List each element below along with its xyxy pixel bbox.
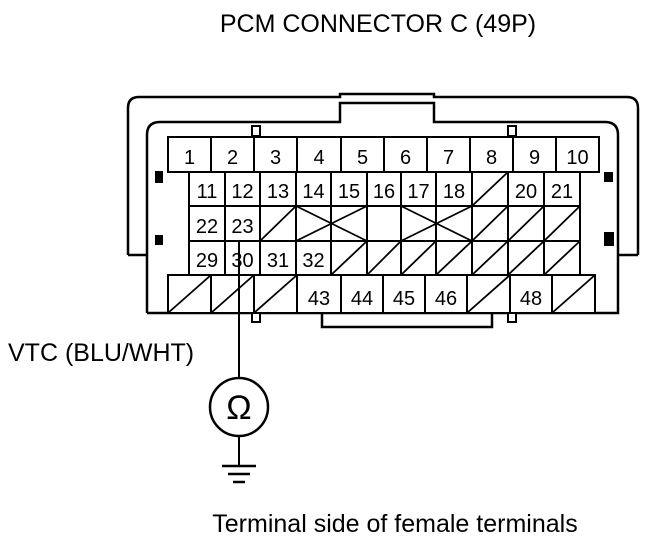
terminal-number: 13 <box>267 181 289 203</box>
ohmmeter-icon: Ω <box>208 376 270 438</box>
terminal-number: 9 <box>529 147 540 169</box>
terminal-cavity <box>382 274 426 314</box>
terminal-number: 43 <box>308 288 330 310</box>
terminal-number: 1 <box>184 147 195 169</box>
unused-slash <box>471 205 509 242</box>
diagram-caption: Terminal side of female terminals <box>212 510 577 538</box>
terminal-number: 5 <box>357 147 368 169</box>
unused-slash <box>210 274 255 314</box>
terminal-number: 3 <box>270 147 281 169</box>
terminal-cavity <box>295 171 332 207</box>
unused-slash <box>543 240 581 276</box>
terminal-number: 23 <box>231 216 253 238</box>
unused-slash <box>435 240 473 276</box>
terminal-cavity <box>167 136 212 173</box>
terminal-cavity <box>296 136 342 173</box>
terminal-number: 2 <box>227 147 238 169</box>
unused-slash <box>543 205 581 242</box>
terminal-number: 32 <box>302 250 324 272</box>
unused-cavity <box>330 205 368 242</box>
terminal-number: 8 <box>486 147 497 169</box>
terminal-cavity <box>188 171 226 207</box>
terminal-number: 7 <box>443 147 454 169</box>
terminal-cavity <box>400 171 437 207</box>
wire-label: VTC (BLU/WHT) <box>8 339 194 367</box>
ohm-symbol: Ω <box>226 389 251 427</box>
diagram-title: PCM CONNECTOR C (49P) <box>220 10 536 38</box>
terminal-cavity <box>507 171 545 207</box>
terminal-number: 20 <box>515 181 537 203</box>
terminal-number: 11 <box>197 181 218 203</box>
unused-slash <box>253 274 298 314</box>
terminal-number: 44 <box>351 288 373 310</box>
connector-housing <box>126 92 640 329</box>
unused-slash <box>507 240 545 276</box>
ground-icon <box>222 464 256 484</box>
unused-slash <box>167 274 212 314</box>
terminal-number: 10 <box>566 147 588 169</box>
terminal-number: 21 <box>551 181 573 203</box>
terminal-number: 30 <box>231 250 253 272</box>
terminal-cavity <box>509 274 553 314</box>
terminal-number: 46 <box>435 288 457 310</box>
terminal-number: 4 <box>313 147 324 169</box>
unused-cavity <box>400 205 437 242</box>
unused-slash <box>366 240 402 276</box>
terminal-number: 29 <box>196 250 218 272</box>
terminal-number: 22 <box>196 216 218 238</box>
terminal-number: 12 <box>231 181 253 203</box>
terminal-cavity <box>253 136 298 173</box>
unused-cavity <box>435 205 473 242</box>
terminal-number: 48 <box>520 288 542 310</box>
terminal-number: 18 <box>443 181 465 203</box>
unused-slash <box>551 274 596 314</box>
blocked-x <box>295 205 368 242</box>
blocked-x <box>400 205 473 242</box>
unused-slash <box>259 205 297 242</box>
terminal-cavity <box>188 205 226 242</box>
terminal-number: 14 <box>302 181 324 203</box>
terminal-number: 15 <box>338 181 360 203</box>
terminal-number: 45 <box>393 288 415 310</box>
terminal-number: 17 <box>407 181 429 203</box>
unused-slash <box>507 205 545 242</box>
unused-slash <box>466 274 511 314</box>
terminal-cavity <box>340 274 384 314</box>
terminal-cavity <box>543 171 581 207</box>
unused-slash <box>471 240 509 276</box>
terminal-cavity <box>224 171 261 207</box>
terminal-cavity <box>224 205 261 242</box>
terminal-number: 6 <box>400 147 411 169</box>
unused-slash <box>400 240 437 276</box>
terminal-number: 16 <box>373 181 395 203</box>
unused-cavity <box>366 205 402 242</box>
latch-tabs <box>155 171 614 246</box>
unused-slash <box>471 171 509 207</box>
unused-cavity <box>295 205 332 242</box>
unused-slash <box>330 240 368 276</box>
terminal-number: 31 <box>267 250 289 272</box>
